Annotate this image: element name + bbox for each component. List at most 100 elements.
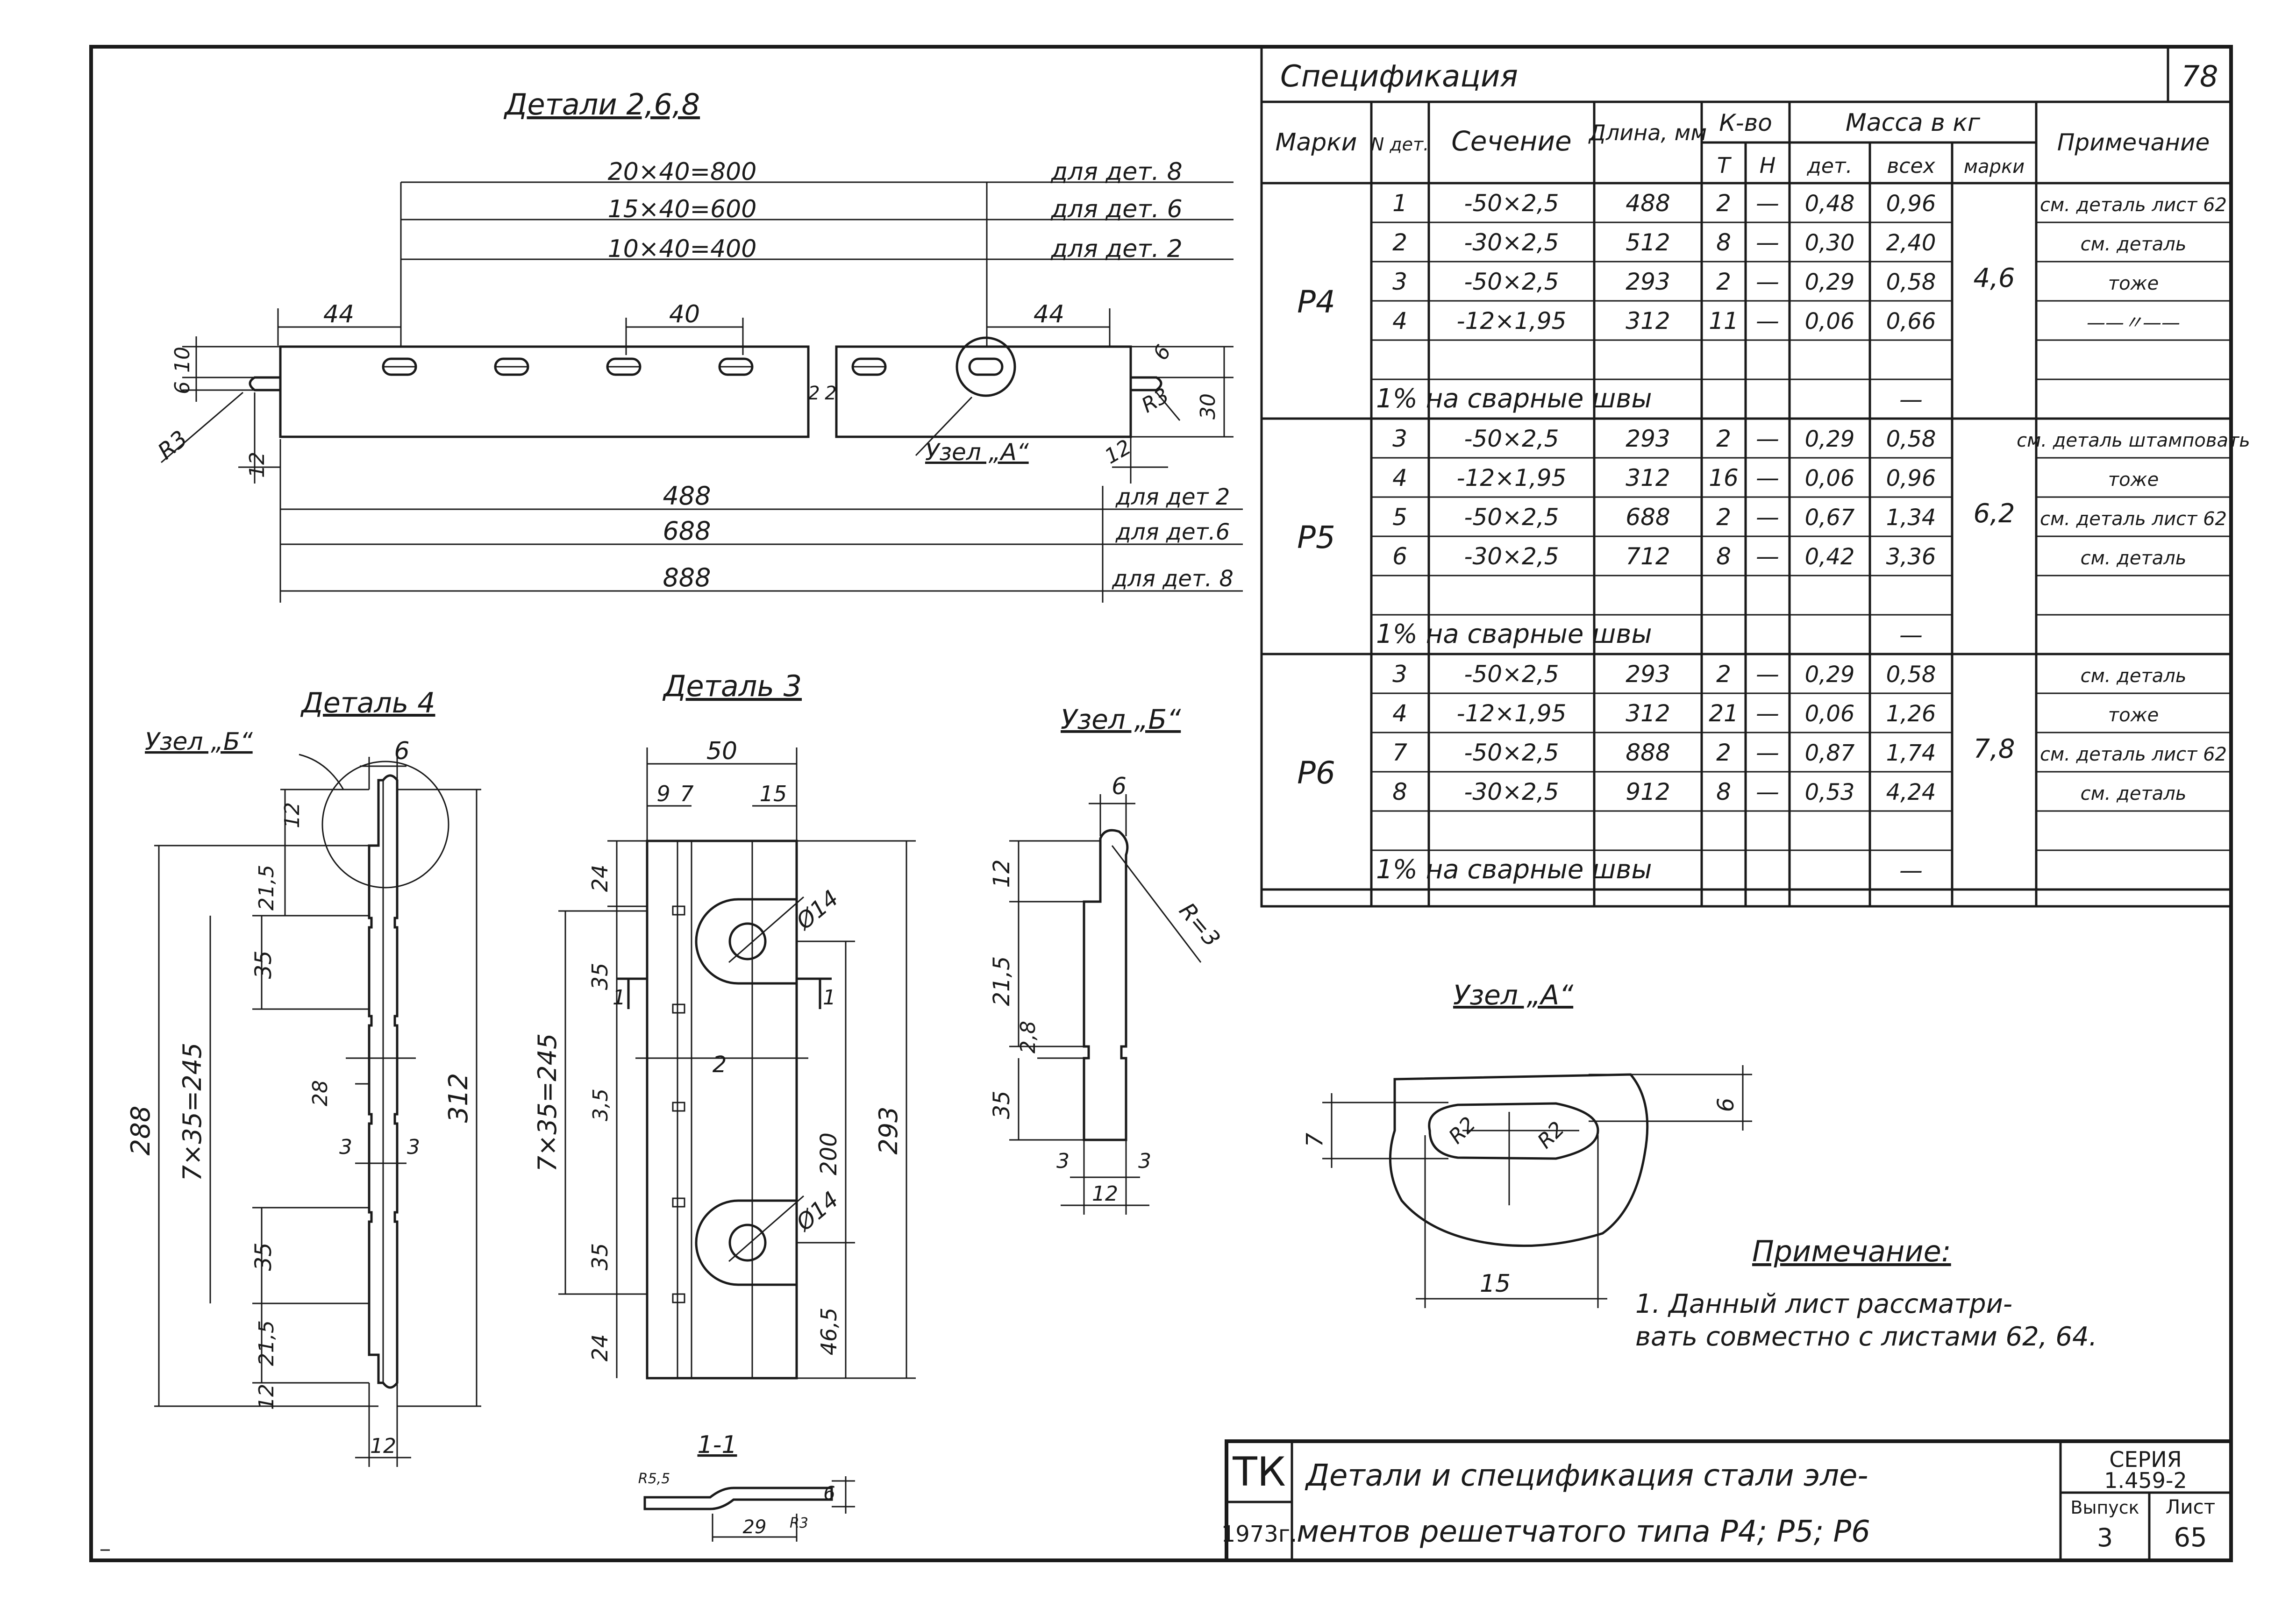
title-detail-4: Деталь 4: [300, 687, 435, 719]
callout-node-b-label: Узел „Б“: [145, 728, 253, 756]
note-block: Примечание: 1. Данный лист рассматри- ва…: [1635, 1234, 2097, 1352]
spec-qty-h: —: [1756, 504, 1779, 531]
spec-det-no: 7: [1392, 739, 1407, 766]
spec-section: -50×2,5: [1464, 661, 1559, 688]
tb-tk: ТК: [1232, 1449, 1286, 1495]
d3-dim-phi14-bottom: Ø14: [791, 1187, 843, 1237]
spec-mass-all: 3,36: [1886, 544, 1936, 570]
spec-mass-det: 0,30: [1805, 230, 1855, 256]
na-dim-6: 6: [1713, 1098, 1739, 1112]
spec-mass-det: 0,06: [1805, 465, 1855, 491]
spec-mass-all: 0,96: [1886, 191, 1936, 217]
spec-mark: Р6: [1297, 755, 1335, 791]
spec-note: тоже: [2108, 704, 2159, 726]
spec-length: 312: [1626, 307, 1670, 334]
spec-qty-h: —: [1756, 700, 1779, 727]
drawing-detail-4: Деталь 4 Узел „Б“ 6 12 21,5 35 28 3 3 35…: [126, 687, 481, 1467]
spec-mass-all: 0,58: [1886, 426, 1936, 452]
d3-dim-293: 293: [874, 1106, 903, 1154]
d3-dim-24-bottom: 24: [587, 1334, 613, 1362]
spec-qty-t: 2: [1716, 661, 1731, 688]
dim-44-left: 44: [323, 300, 354, 328]
spec-det-no: 4: [1392, 700, 1407, 727]
spec-qty-h: —: [1756, 778, 1779, 805]
spec-mass-all: 0,96: [1886, 465, 1936, 491]
d3-dim-24-top: 24: [587, 865, 613, 892]
spec-weld-label: 1% на сварные швы: [1376, 619, 1652, 649]
s11-dim-r5-5: R5,5: [638, 1471, 670, 1487]
title-node-a: Узел „А“: [1453, 979, 1574, 1011]
s11-dim-6: 6: [823, 1483, 835, 1504]
spec-det-no: 4: [1392, 464, 1407, 491]
spec-mass-det: 0,29: [1805, 426, 1855, 452]
spec-note: см. деталь: [2081, 234, 2187, 255]
spec-qty-h: —: [1756, 739, 1779, 766]
spec-mass-det: 0,29: [1805, 269, 1855, 295]
spec-qty-h: —: [1756, 268, 1779, 295]
spec-length: 293: [1626, 661, 1670, 688]
spec-section: -50×2,5: [1464, 739, 1559, 766]
nb-dim-2-8: 2,8: [1016, 1021, 1040, 1053]
spec-qty-h: —: [1756, 661, 1779, 688]
spec-mass-mark: 4,6: [1973, 263, 2015, 293]
spec-section: -30×2,5: [1464, 229, 1559, 256]
d4-dim-28: 28: [308, 1080, 332, 1106]
spec-section: -12×1,95: [1457, 700, 1567, 727]
spec-det-no: 1: [1392, 190, 1407, 217]
spec-title: Спецификация: [1280, 59, 1518, 94]
dim-400: 10×40=400: [608, 235, 757, 263]
spec-mark: Р5: [1297, 519, 1335, 555]
spec-qty-h: —: [1756, 190, 1779, 217]
tb-sheet: 65: [2174, 1523, 2207, 1553]
nb-dim-12-width: 12: [1092, 1182, 1118, 1206]
dim-688: 688: [663, 516, 711, 546]
title-section-1-1: 1-1: [698, 1431, 737, 1459]
hdr-mass-det: дет.: [1806, 154, 1852, 178]
d3-dim-35-top: 35: [587, 963, 613, 990]
d4-dim-245: 7×35=245: [178, 1043, 207, 1181]
d4-dim-21-5-bottom: 21,5: [255, 1320, 278, 1366]
gap-2-a: 2: [808, 383, 820, 404]
spec-qty-t: 2: [1716, 425, 1731, 452]
spec-table: 78 Спецификация Марки N дет. Сечение Дли…: [1260, 45, 2250, 908]
hdr-det-no: N дет.: [1371, 134, 1429, 155]
spec-section: -50×2,5: [1464, 425, 1559, 452]
spec-note: см. деталь: [2081, 665, 2187, 687]
drawing-details-2-6-8: Детали 2,6,8 20×40=800 15×40=600 10×40=4…: [153, 87, 1243, 603]
tb-title-line-2: ментов решетчатого типа Р4; Р5; Р6: [1297, 1515, 1870, 1549]
d3-section-mark-left: 1: [613, 986, 626, 1010]
title-block: ТК 1973г. СЕРИЯ 1.459-2 Выпуск 3 Лист 65…: [1221, 1439, 2233, 1562]
spec-qty-t: 2: [1716, 504, 1731, 531]
spec-note: см. деталь лист 62: [2040, 744, 2227, 765]
hdr-note: Примечание: [2057, 129, 2210, 156]
label-len-det6: для дет.6: [1115, 519, 1230, 545]
spec-det-no: 3: [1392, 425, 1407, 452]
nb-dim-3-left: 3: [1056, 1149, 1070, 1173]
note-line-2: вать совместно с листами 62, 64.: [1635, 1322, 2097, 1352]
dim-30: 30: [1196, 393, 1220, 420]
d3-dim-3-5: 3,5: [589, 1089, 613, 1121]
spec-mass-det: 0,06: [1805, 308, 1855, 334]
d3-break-2: 2: [713, 1052, 727, 1078]
label-for-det8: для дет. 8: [1050, 158, 1182, 186]
spec-length: 293: [1626, 268, 1670, 295]
d4-dim-3-right: 3: [407, 1135, 420, 1159]
spec-mass-all: 1,34: [1886, 505, 1936, 531]
spec-mass-det: 0,67: [1805, 505, 1855, 531]
spec-length: 488: [1626, 190, 1670, 217]
d4-dim-3-left: 3: [339, 1135, 352, 1159]
hdr-mass: Масса в кг: [1846, 109, 1981, 137]
tb-series: 1.459-2: [2104, 1468, 2187, 1493]
hdr-qty: К-во: [1719, 109, 1772, 136]
d4-dim-35-top: 35: [250, 950, 277, 979]
nb-dim-12: 12: [989, 859, 1015, 888]
spec-mass-det: 0,48: [1805, 191, 1855, 217]
hdr-mark: Марки: [1276, 128, 1357, 157]
d3-dim-7: 7: [680, 781, 693, 806]
spec-qty-t: 8: [1716, 229, 1731, 256]
title-node-b: Узел „Б“: [1061, 704, 1181, 735]
drawing-detail-3: Деталь 3 2 50 9 7 15 24: [533, 669, 916, 1380]
d3-dim-200: 200: [816, 1132, 842, 1175]
tb-title-line-1: Детали и спецификация стали эле-: [1305, 1459, 1868, 1493]
spec-note: ——〃——: [2087, 312, 2180, 334]
